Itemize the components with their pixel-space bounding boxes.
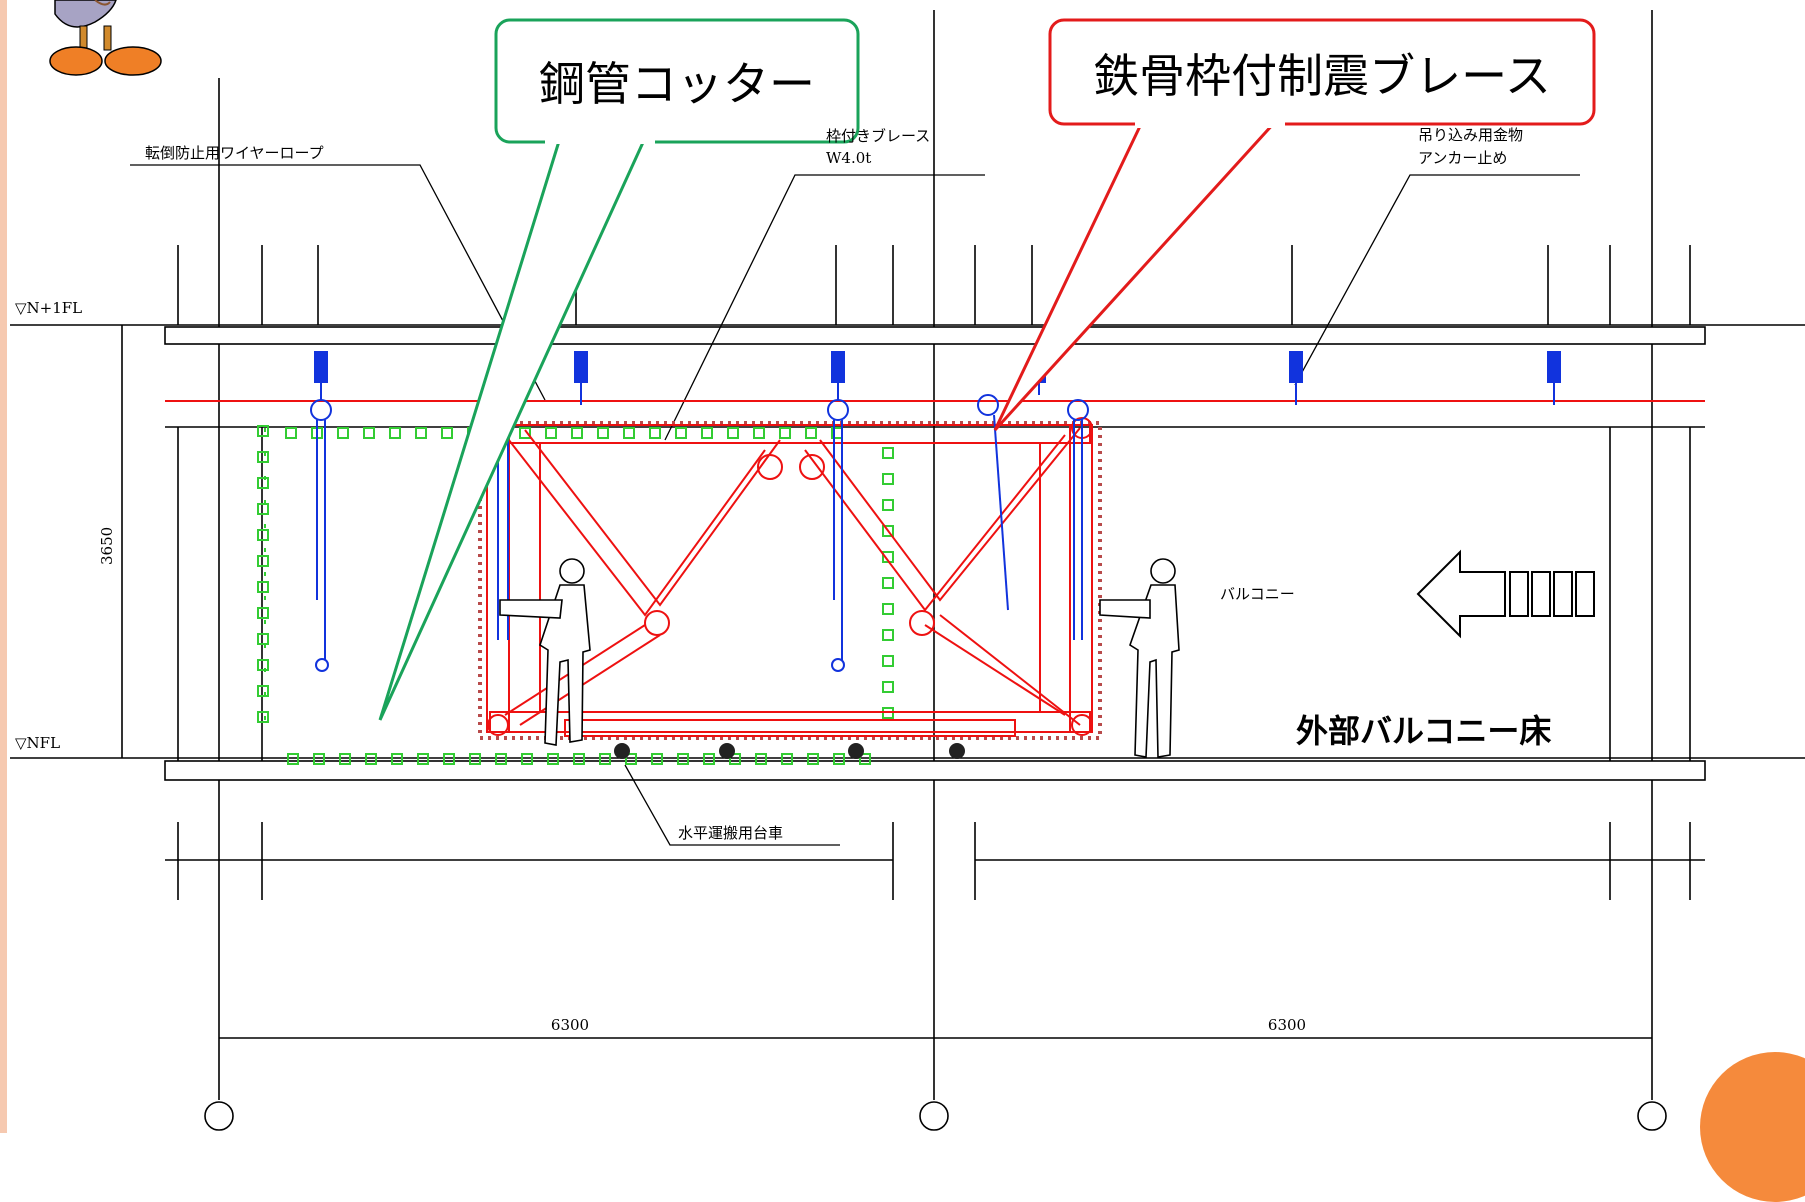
wire-rope-label: 転倒防止用ワイヤーロープ — [145, 144, 324, 162]
span-right-dimension: 6300 — [1268, 1016, 1306, 1034]
span-left-dimension: 6300 — [551, 1016, 589, 1034]
steel-pipe-cutter-callout-gap — [545, 130, 655, 144]
upper-floor-level-label: ▽N+1FL — [15, 299, 82, 317]
balcony-label: バルコニー — [1220, 585, 1295, 603]
construction-drawing: 鋼管コッター 鉄骨枠付制震ブレース 転倒防止用ワイヤーロープ 枠付きブレース W… — [10, 0, 1805, 1131]
braced-frame-callout-gap — [1135, 114, 1285, 128]
transport-cart-label: 水平運搬用台車 — [678, 824, 783, 842]
steel-pipe-cutter-callout-text: 鋼管コッター — [539, 57, 815, 111]
leader-lines — [130, 164, 1580, 846]
hanging-hardware-label: 吊り込み用金物 — [1418, 126, 1523, 144]
steel-pipe-cutter-markers — [257, 425, 894, 765]
worker-figures — [499, 558, 1180, 758]
exterior-balcony-floor-label: 外部バルコニー床 — [1296, 712, 1551, 750]
direction-arrow — [1416, 549, 1595, 639]
frame-brace-label: 枠付きブレース — [826, 127, 930, 145]
mascot-character — [49, 0, 162, 76]
column-grid-lines — [204, 10, 1667, 1131]
braced-frame-callout — [1048, 18, 1596, 126]
chain-hoists — [310, 351, 1561, 672]
height-dimension-label: 3650 — [98, 527, 116, 565]
transport-cart-wheels — [614, 743, 965, 759]
frame-weight-label: W4.0t — [826, 149, 871, 167]
floor-level-label: ▽NFL — [15, 734, 60, 752]
anchor-stop-label: アンカー止め — [1418, 149, 1507, 167]
left-decorative-stripe — [0, 0, 7, 1133]
structure-lines — [10, 245, 1805, 1039]
braced-frame-callout-text: 鉄骨枠付制震ブレース — [1093, 49, 1551, 103]
steel-pipe-cutter-callout — [494, 18, 860, 144]
